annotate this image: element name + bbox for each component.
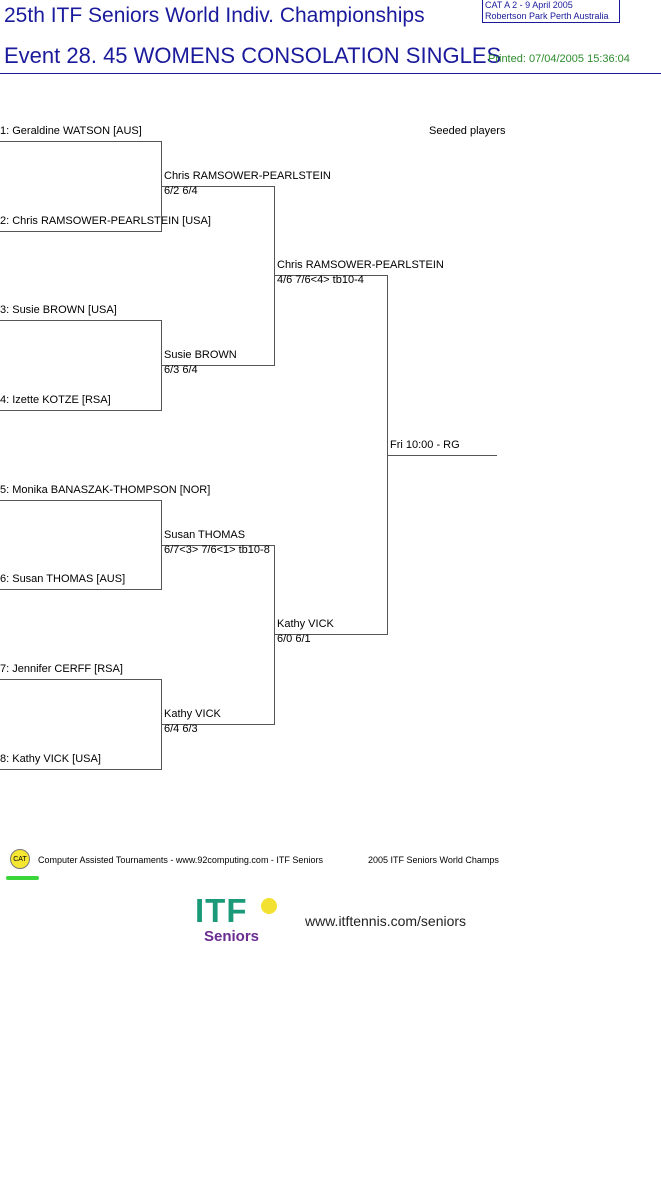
round2-score-3: 6/7<3> 7/6<1> tb10-8 <box>164 544 270 556</box>
draw-line <box>0 769 161 770</box>
draw-line <box>0 141 161 142</box>
round2-winner-1: Chris RAMSOWER-PEARLSTEIN <box>164 170 331 182</box>
round2-winner-3: Susan THOMAS <box>164 529 246 541</box>
draw-line <box>274 634 387 635</box>
event-title: Event 28. 45 WOMENS CONSOLATION SINGLES <box>4 43 502 68</box>
draw-entry-4: 4: Izette KOTZE [RSA] <box>0 394 111 406</box>
tournament-title: 25th ITF Seniors World Indiv. Championsh… <box>4 4 425 27</box>
semi-winner-1: Chris RAMSOWER-PEARLSTEIN <box>277 259 444 271</box>
draw-line <box>0 500 161 501</box>
round2-winner-2: Susie BROWN <box>164 349 237 361</box>
draw-line <box>161 724 274 725</box>
itf-logo-sub: Seniors <box>204 928 260 945</box>
draw-entry-6: 6: Susan THOMAS [AUS] <box>0 573 126 585</box>
draw-line <box>0 410 161 411</box>
draw-entry-5: 5: Monika BANASZAK-THOMPSON [NOR] <box>0 484 211 496</box>
draw-line <box>161 365 274 366</box>
draw-line <box>161 186 274 187</box>
draw-connector <box>274 186 275 366</box>
draw-line <box>387 455 497 456</box>
draw-line <box>0 231 161 232</box>
draw-line <box>0 320 161 321</box>
round2-score-2: 6/3 6/4 <box>164 364 198 376</box>
semi-score-2: 6/0 6/1 <box>277 633 311 645</box>
tournament-info-box: CAT A 2 - 9 April 2005 Robertson Park Pe… <box>482 0 620 23</box>
round2-score-1: 6/2 6/4 <box>164 185 198 197</box>
round2-winner-4: Kathy VICK <box>164 708 221 720</box>
draw-connector <box>274 545 275 725</box>
draw-line <box>274 275 387 276</box>
draw-entry-7: 7: Jennifer CERFF [RSA] <box>0 663 123 675</box>
printed-timestamp: Printed: 07/04/2005 15:36:04 <box>488 53 630 65</box>
semi-winner-2: Kathy VICK <box>277 618 334 630</box>
tennis-ball-icon <box>261 898 277 914</box>
draw-entry-8: 8: Kathy VICK [USA] <box>0 753 101 765</box>
header-divider <box>0 73 661 74</box>
seeded-players-label: Seeded players <box>429 125 506 137</box>
semi-score-1: 4/6 7/6<4> tb10-4 <box>277 274 364 286</box>
draw-entry-3: 3: Susie BROWN [USA] <box>0 304 117 316</box>
round2-score-4: 6/4 6/3 <box>164 723 198 735</box>
info-category-dates: CAT A 2 - 9 April 2005 <box>485 0 573 10</box>
itf-logo-word: ITF <box>195 892 248 929</box>
footer-credit: Computer Assisted Tournaments - www.92co… <box>38 855 323 865</box>
cat-underline <box>6 876 39 880</box>
draw-line <box>161 545 274 546</box>
draw-entry-1: 1: Geraldine WATSON [AUS] <box>0 125 142 137</box>
draw-entry-2: 2: Chris RAMSOWER-PEARLSTEIN [USA] <box>0 215 211 227</box>
final-schedule: Fri 10:00 - RG <box>390 439 460 451</box>
footer-championship: 2005 ITF Seniors World Champs <box>368 855 499 865</box>
cat-badge-icon: CAT <box>10 849 30 869</box>
info-venue: Robertson Park Perth Australia <box>485 11 609 21</box>
draw-line <box>0 589 161 590</box>
itf-seniors-logo: ITF Seniors <box>195 893 285 949</box>
itf-website-link[interactable]: www.itftennis.com/seniors <box>305 913 467 929</box>
draw-line <box>0 679 161 680</box>
